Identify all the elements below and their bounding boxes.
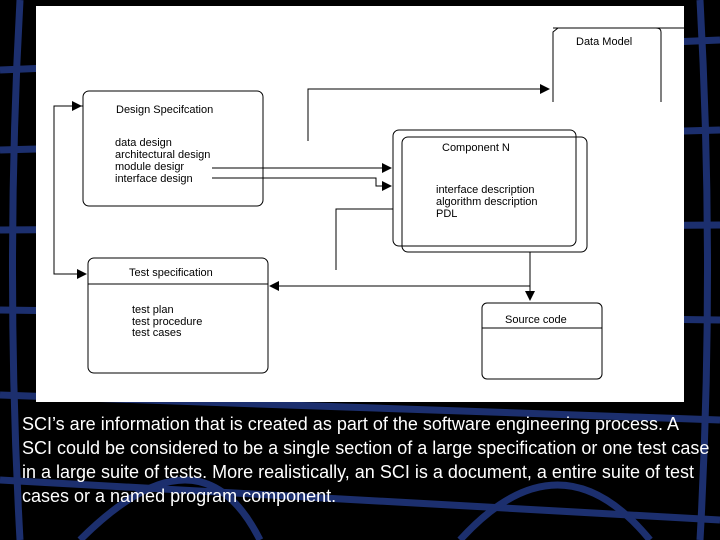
test-spec-box [87,257,269,374]
source-code-title: Source code [505,314,567,326]
connector-component-to-test [335,208,393,270]
data-model-box [552,27,684,102]
test-spec-title: Test specification [129,267,213,279]
component-title: Component N [442,142,510,154]
connector-design-to-datamodel [307,84,550,141]
source-code-box [481,302,603,380]
component-box-back [401,136,588,253]
data-model-title: Data Model [576,36,632,48]
test-spec-item: test plan [132,304,174,316]
design-spec-box [82,90,264,207]
sci-diagram: Data Model Design Specifcation data desi… [53,27,684,380]
test-spec-item: test procedure [132,316,202,328]
test-spec-item: test cases [132,327,182,339]
connector-design-to-test [53,105,87,279]
design-spec-item: interface design [115,173,193,185]
component-item: PDL [436,208,457,220]
design-spec-item: module desigr [115,161,184,173]
slide-caption: SCI’s are information that is created as… [22,414,710,506]
design-spec-item: architectural design [115,149,210,161]
component-item: interface description [436,184,534,196]
diagram-figure: Data Model Design Specifcation data desi… [36,6,684,402]
connector-interface-to-component-2 [212,177,392,191]
design-spec-title: Design Specifcation [116,104,213,116]
component-box [392,129,577,247]
design-spec-item: data design [115,137,172,149]
component-item: algorithm description [436,196,538,208]
